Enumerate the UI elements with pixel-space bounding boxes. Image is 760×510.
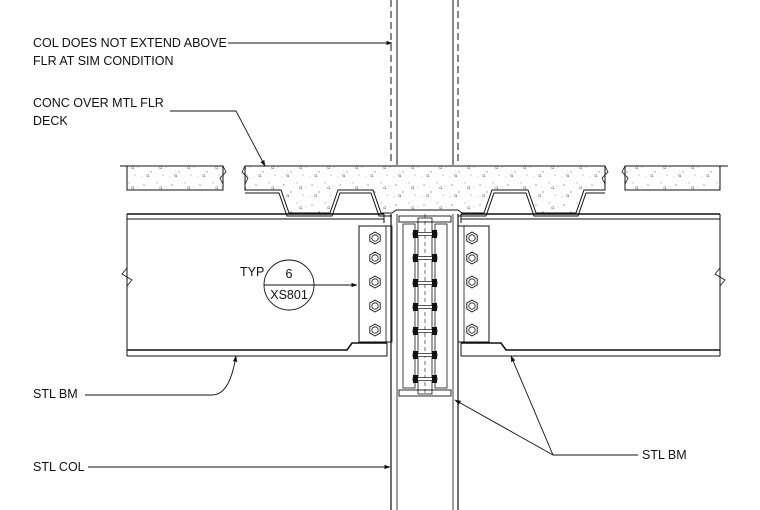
column-note-line2: FLR AT SIM CONDITION <box>33 54 174 68</box>
steel-beam-label-left: STL BM <box>33 387 78 401</box>
column-web-bolts <box>412 230 438 383</box>
bolt <box>412 254 438 262</box>
bolt <box>466 323 478 337</box>
detail-sheet-reference: XS801 <box>270 288 308 302</box>
concrete-over-metal-deck <box>219 165 629 217</box>
bolt <box>369 251 381 265</box>
bolt-group-right <box>466 231 478 337</box>
bolt <box>412 327 438 335</box>
bolt <box>369 231 381 245</box>
bolt <box>412 303 438 311</box>
bolt-group-left <box>369 231 381 337</box>
detail-callout-bubble: 6 XS801 <box>263 259 358 311</box>
bolt <box>412 375 438 383</box>
bolt <box>369 323 381 337</box>
steel-beam-label-right: STL BM <box>642 448 687 462</box>
bolt <box>412 351 438 359</box>
column-note-line1: COL DOES NOT EXTEND ABOVE <box>33 36 227 50</box>
bolt <box>466 251 478 265</box>
bolt <box>466 275 478 289</box>
bolt <box>369 275 381 289</box>
deck-label-line2: DECK <box>33 114 68 128</box>
bolt <box>412 279 438 287</box>
steel-beam-leader-left <box>85 355 238 396</box>
steel-beam-right <box>460 213 726 357</box>
concrete-slab-right-stub <box>624 165 728 191</box>
steel-beam-left <box>121 213 388 357</box>
concrete-slab-left-stub <box>120 165 224 191</box>
bolt <box>466 299 478 313</box>
bolt <box>369 299 381 313</box>
steel-beam-leaders-right <box>454 355 638 456</box>
deck-leader <box>170 110 266 167</box>
deck-label-line1: CONC OVER MTL FLR <box>33 96 164 110</box>
bolt <box>412 230 438 238</box>
bolt <box>466 231 478 245</box>
typ-label: TYP <box>240 265 264 279</box>
steel-column-at-connection <box>390 214 459 510</box>
detail-number: 6 <box>286 267 293 281</box>
steel-column-above-dashed <box>390 0 459 165</box>
steel-column-label: STL COL <box>33 460 85 474</box>
